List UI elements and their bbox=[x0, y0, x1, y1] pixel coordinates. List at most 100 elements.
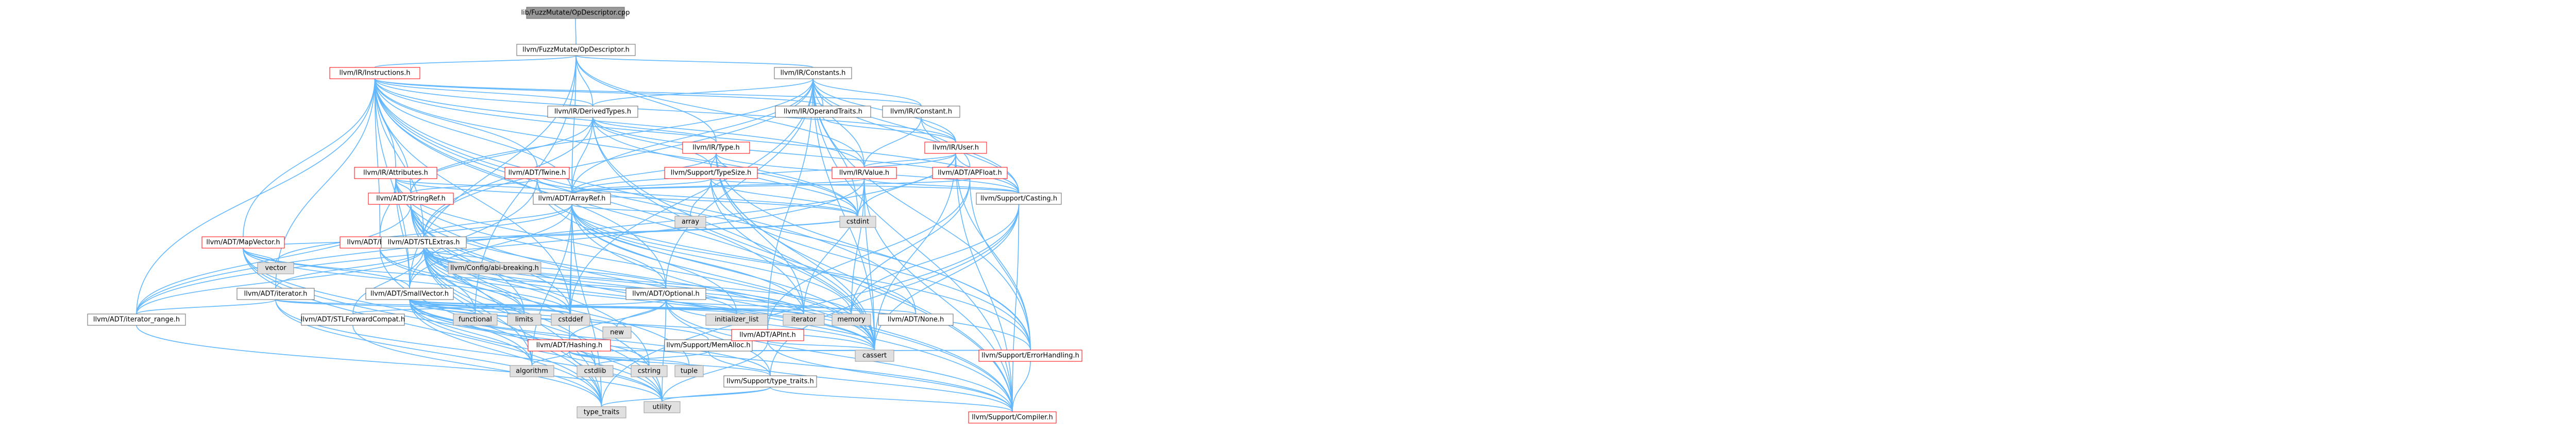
edge-instructions-to-twine bbox=[374, 78, 538, 168]
node-box bbox=[882, 106, 960, 118]
node-attributes[interactable]: llvm/IR/Attributes.h bbox=[354, 167, 437, 179]
node-box bbox=[577, 365, 614, 377]
edge-opdesc-to-type bbox=[575, 55, 717, 143]
node-utility[interactable]: utility bbox=[643, 401, 681, 413]
edge-instructions-to-iterator_range bbox=[136, 78, 376, 315]
node-twine[interactable]: llvm/ADT/Twine.h bbox=[504, 167, 570, 179]
node-box bbox=[643, 401, 681, 413]
node-array[interactable]: array bbox=[674, 216, 706, 228]
node-box bbox=[664, 339, 753, 352]
node-label: memory bbox=[837, 316, 866, 324]
node-algorithm[interactable]: algorithm bbox=[510, 365, 554, 377]
node-label: llvm/IR/Constants.h bbox=[781, 69, 846, 77]
node-instructions[interactable]: llvm/IR/Instructions.h bbox=[329, 67, 420, 79]
node-constant[interactable]: llvm/IR/Constant.h bbox=[882, 106, 960, 118]
node-apfloat[interactable]: llvm/ADT/APFloat.h bbox=[932, 167, 1008, 179]
node-casting[interactable]: llvm/Support/Casting.h bbox=[976, 193, 1062, 205]
node-label: llvm/IR/Constant.h bbox=[890, 108, 952, 116]
node-opdesc[interactable]: llvm/FuzzMutate/OpDescriptor.h bbox=[516, 44, 636, 56]
node-label: llvm/IR/Attributes.h bbox=[363, 169, 428, 177]
node-box bbox=[354, 167, 437, 179]
edge-constants-to-cassert bbox=[812, 78, 875, 351]
graph-edges bbox=[136, 18, 1031, 412]
node-none[interactable]: llvm/ADT/None.h bbox=[878, 313, 954, 326]
edge-stlextras-to-cstdint bbox=[423, 216, 858, 249]
node-label: algorithm bbox=[516, 368, 548, 375]
node-type[interactable]: llvm/IR/Type.h bbox=[682, 142, 750, 154]
node-cstddef[interactable]: cstddef bbox=[551, 313, 590, 326]
edge-smallvector-to-cstdlib bbox=[409, 299, 596, 366]
edge-arrayref-to-smallvector bbox=[409, 204, 572, 289]
node-arrayref[interactable]: llvm/ADT/ArrayRef.h bbox=[533, 193, 611, 205]
edge-instructions-to-operandtraits bbox=[374, 78, 824, 107]
edge-instructions-to-constant bbox=[374, 78, 922, 107]
node-derivedtypes[interactable]: llvm/IR/DerivedTypes.h bbox=[547, 106, 638, 118]
node-cstdlib[interactable]: cstdlib bbox=[577, 365, 614, 377]
node-user[interactable]: llvm/IR/User.h bbox=[924, 142, 987, 154]
node-memory[interactable]: memory bbox=[832, 313, 871, 326]
node-stringref[interactable]: llvm/ADT/StringRef.h bbox=[368, 193, 454, 205]
node-apint[interactable]: llvm/ADT/APInt.h bbox=[731, 329, 804, 341]
node-constants[interactable]: llvm/IR/Constants.h bbox=[774, 67, 852, 79]
node-label: cstddef bbox=[558, 316, 583, 324]
edge-attributes-to-bitmask bbox=[379, 178, 396, 237]
node-label: llvm/IR/Type.h bbox=[692, 144, 739, 152]
node-label: llvm/Support/Casting.h bbox=[980, 195, 1057, 203]
node-box bbox=[528, 339, 611, 352]
node-smallvector[interactable]: llvm/ADT/SmallVector.h bbox=[365, 288, 454, 300]
edge-constants-to-constant bbox=[812, 78, 922, 107]
node-mapvector[interactable]: llvm/ADT/MapVector.h bbox=[201, 236, 285, 249]
edge-mapvector-to-iterator_sys bbox=[243, 248, 804, 315]
node-new[interactable]: new bbox=[602, 326, 632, 339]
edge-twine-to-stringref bbox=[410, 178, 538, 194]
node-functional[interactable]: functional bbox=[453, 313, 498, 326]
node-operandtraits[interactable]: llvm/IR/OperandTraits.h bbox=[775, 106, 871, 118]
node-stlforward[interactable]: llvm/ADT/STLForwardCompat.h bbox=[301, 313, 405, 326]
edge-suptypetraits-to-compiler bbox=[770, 387, 1013, 412]
edge-optional-to-suptypetraits bbox=[665, 299, 771, 376]
node-cstring[interactable]: cstring bbox=[631, 365, 668, 377]
node-value[interactable]: llvm/IR/Value.h bbox=[832, 167, 897, 179]
node-compilerbrk[interactable]: llvm/Config/abi-breaking.h bbox=[448, 262, 541, 274]
node-optional[interactable]: llvm/ADT/Optional.h bbox=[625, 288, 706, 300]
node-box bbox=[329, 67, 420, 79]
node-box bbox=[674, 365, 704, 377]
node-box bbox=[839, 216, 876, 228]
node-hashing[interactable]: llvm/ADT/Hashing.h bbox=[528, 339, 611, 352]
node-initializer_list[interactable]: initializer_list bbox=[705, 313, 768, 326]
node-vector[interactable]: vector bbox=[257, 262, 294, 274]
node-box bbox=[723, 375, 817, 388]
node-box bbox=[533, 193, 611, 205]
node-compiler[interactable]: llvm/Support/Compiler.h bbox=[968, 411, 1057, 424]
node-box bbox=[731, 329, 804, 341]
node-label: llvm/FuzzMutate/OpDescriptor.h bbox=[522, 46, 630, 54]
node-iterator_sys[interactable]: iterator bbox=[783, 313, 825, 326]
node-root[interactable]: lib/FuzzMutate/OpDescriptor.cpp bbox=[521, 7, 630, 19]
edge-mapvector-to-cstddef bbox=[243, 248, 571, 315]
node-iterator_h[interactable]: llvm/ADT/iterator.h bbox=[236, 288, 315, 300]
node-errorhandling[interactable]: llvm/Support/ErrorHandling.h bbox=[978, 350, 1082, 362]
node-cstdint[interactable]: cstdint bbox=[839, 216, 876, 228]
edge-apfloat-to-arrayref bbox=[571, 178, 971, 194]
node-suptypetraits[interactable]: llvm/Support/type_traits.h bbox=[723, 375, 817, 388]
node-limits[interactable]: limits bbox=[507, 313, 541, 326]
node-box bbox=[855, 350, 894, 362]
node-label: llvm/IR/User.h bbox=[933, 144, 979, 152]
node-box bbox=[774, 67, 852, 79]
edge-arrayref-to-vector bbox=[275, 204, 572, 263]
node-label: array bbox=[682, 218, 699, 226]
edge-type-to-iterator_sys bbox=[716, 153, 804, 315]
node-label: vector bbox=[265, 265, 286, 272]
edge-user-to-compiler bbox=[955, 153, 1013, 412]
node-typesize[interactable]: llvm/Support/TypeSize.h bbox=[664, 167, 758, 179]
edge-mapvector-to-vector bbox=[243, 248, 276, 263]
node-tuple[interactable]: tuple bbox=[674, 365, 704, 377]
node-type_traits[interactable]: type_traits bbox=[577, 406, 626, 418]
node-iterator_range[interactable]: llvm/ADT/iterator_range.h bbox=[87, 313, 186, 326]
edge-instructions-to-bitmask bbox=[374, 78, 381, 237]
edge-constants-to-apint bbox=[767, 78, 814, 330]
node-cassert[interactable]: cassert bbox=[855, 350, 894, 362]
node-memalloc[interactable]: llvm/Support/MemAlloc.h bbox=[664, 339, 753, 352]
node-stlextras[interactable]: llvm/ADT/STLExtras.h bbox=[381, 236, 467, 249]
